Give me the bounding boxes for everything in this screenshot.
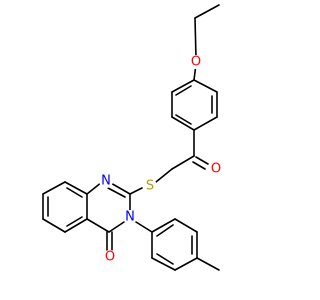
quinazolinone-core	[86, 181, 131, 251]
atom-bg	[123, 210, 137, 224]
ring-bond	[151, 257, 176, 271]
ring-bond	[42, 218, 66, 233]
atom-bg	[103, 250, 117, 264]
ring-bond	[171, 79, 195, 93]
bond-ethyl-ch3-ch2	[194, 4, 220, 19]
bond-aryl-methyl	[196, 257, 220, 271]
bond-n1-c8a	[86, 181, 103, 195]
ring-double-bond	[156, 224, 174, 237]
atom-bg	[99, 174, 113, 188]
bond-c2-n1	[108, 181, 131, 195]
ring-bond	[174, 257, 198, 271]
nitrogen-n1-label: N	[101, 174, 111, 189]
nitrogen-n3-label: N	[125, 210, 135, 225]
structure-drawing: O O S N N O	[42, 4, 223, 271]
molecule-canvas: O O S N N O	[42, 4, 223, 271]
ring-double-bond	[175, 114, 192, 125]
ring-bond	[174, 218, 198, 233]
ring-bond	[171, 116, 195, 131]
bond-n3-aryl	[135, 221, 153, 233]
atom-labels: O O S N N O	[99, 55, 223, 265]
ring-double-bond	[175, 85, 192, 96]
bond-carbonyl-o	[195, 156, 209, 165]
ring-double-bond	[66, 187, 83, 198]
benzo-ring	[42, 181, 88, 233]
bond-ethyl-ch2-o	[194, 17, 197, 59]
ring-bond	[64, 218, 88, 233]
acyl-linker	[129, 129, 209, 195]
bond-carbonyl-ch2	[171, 155, 195, 170]
ring-bond	[151, 218, 176, 233]
bond-c4a-c4	[86, 218, 110, 233]
ethoxyphenyl-ring	[171, 79, 218, 131]
oxygen-ketone-label: O	[211, 162, 221, 177]
atom-bg	[209, 162, 223, 176]
atom-bg	[143, 179, 157, 193]
bond-ch2-s	[155, 168, 173, 183]
ring-double-bond	[66, 216, 83, 227]
bond-c2-n1-double	[107, 187, 126, 198]
oxygen-ether-label: O	[191, 55, 201, 70]
ring-bond	[64, 181, 88, 195]
ring-bond	[193, 79, 218, 93]
ring-double-bond	[156, 253, 174, 265]
bond-s-c2	[129, 187, 143, 195]
ring-bond	[42, 181, 66, 195]
sulfur-label: S	[146, 179, 154, 194]
atom-bg	[189, 55, 203, 69]
tolyl-ring	[135, 218, 220, 271]
bond-c4-n3	[108, 221, 125, 233]
ring-bond	[193, 116, 218, 131]
oxygen-quinazolinone-label: O	[105, 250, 115, 265]
bond-carbonyl-o-double	[192, 161, 206, 170]
